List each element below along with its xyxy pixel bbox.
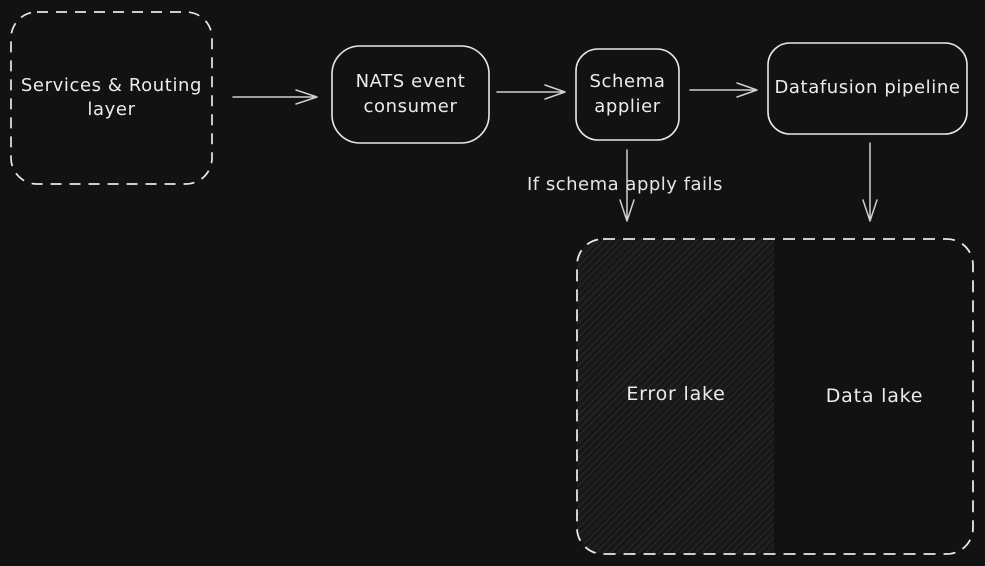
data-lake-label: Data lake: [825, 385, 924, 407]
lakes-container-interior: [577, 239, 973, 554]
arrow-services-to-nats: [232, 89, 318, 105]
error-lake-hatch-fill: [577, 239, 774, 554]
schema-fail-annotation: If schema apply fails: [527, 174, 723, 195]
services-routing-box: [10, 11, 213, 185]
lakes-container-box: [576, 238, 974, 555]
arrow-datafusion-to-data-lake: [862, 142, 878, 222]
error-lake-label: Error lake: [626, 383, 726, 405]
nats-consumer-box: [331, 45, 490, 144]
schema-applier-box: [575, 48, 680, 141]
arrow-nats-to-schema: [496, 84, 566, 100]
datafusion-pipeline-box: [767, 42, 968, 135]
arrow-schema-to-datafusion: [689, 82, 758, 98]
arrow-schema-to-error-lake: [619, 149, 635, 222]
